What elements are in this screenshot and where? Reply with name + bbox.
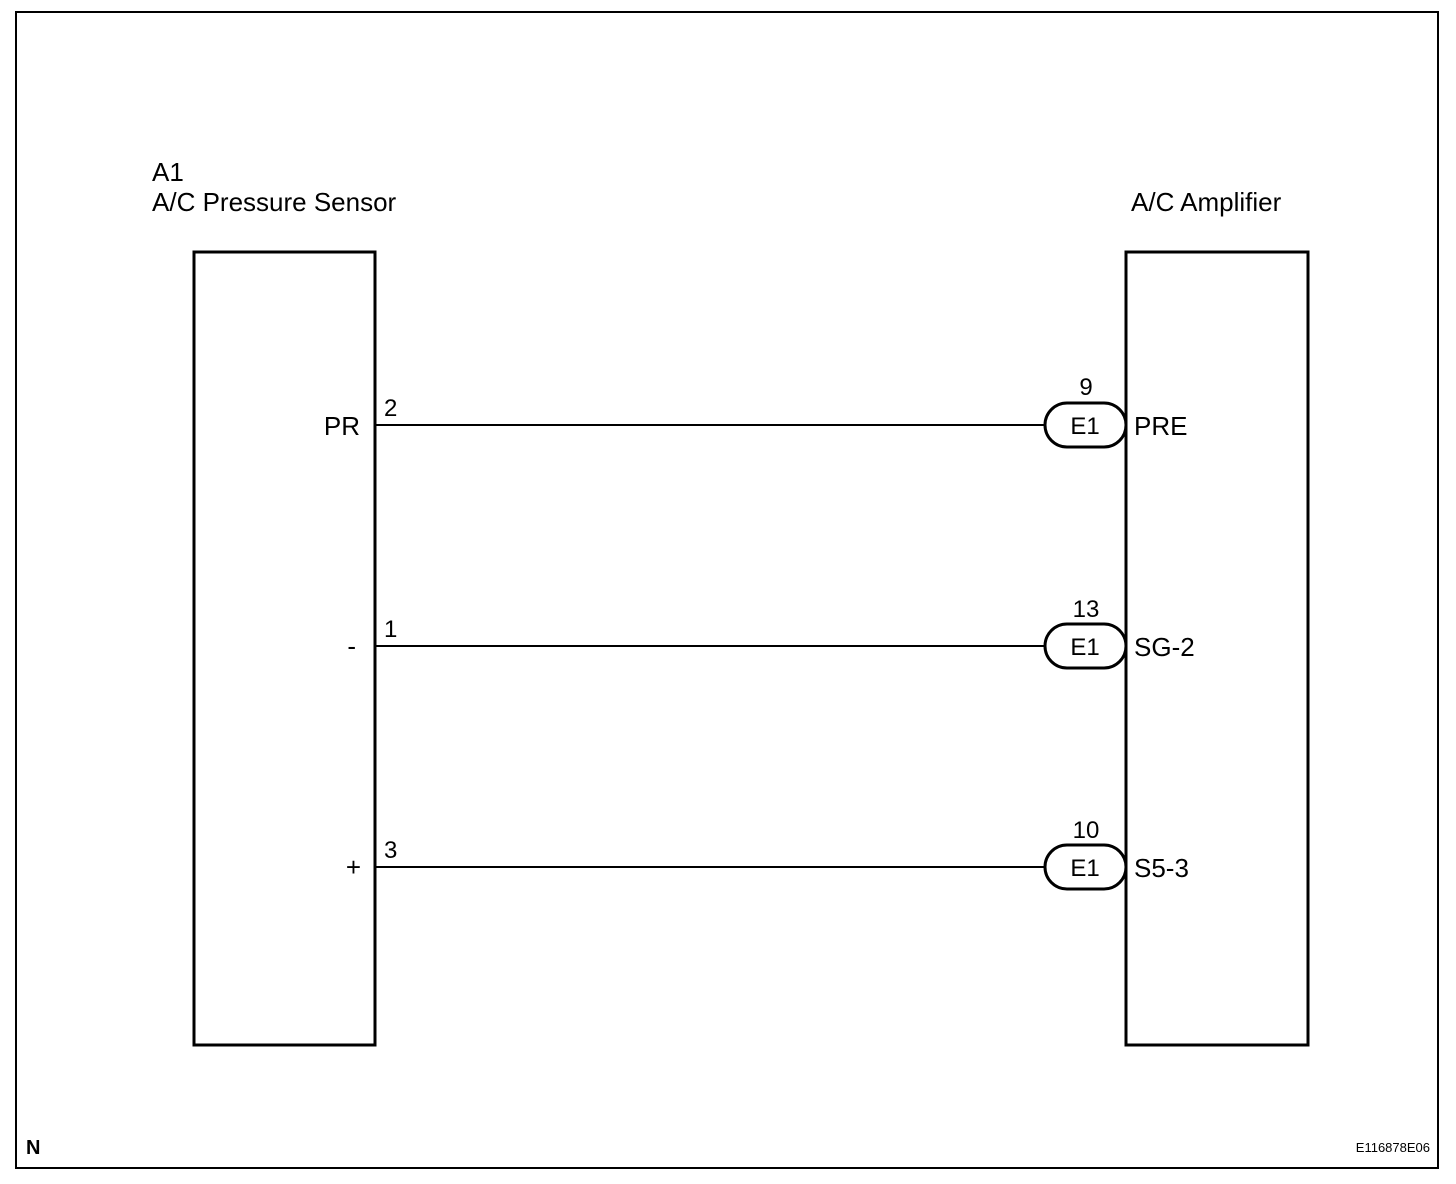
connector-label: E1	[1070, 413, 1099, 440]
sensor-signal-label: +	[346, 852, 361, 882]
diagram-frame	[15, 11, 1439, 1169]
footer-mark-n: N	[26, 1137, 40, 1159]
figure-code: E116878E06	[1356, 1140, 1430, 1155]
amplifier-name: A/C Amplifier	[1131, 187, 1282, 217]
amplifier-pin-number: 9	[1079, 374, 1092, 401]
sensor-signal-label: -	[347, 631, 356, 661]
amplifier-pin-number: 13	[1073, 596, 1100, 623]
connector-e1	[1043, 401, 1128, 449]
amplifier-signal-label: S5-3	[1134, 853, 1189, 883]
amplifier-signal-label: SG-2	[1134, 632, 1195, 662]
sensor-code: A1	[152, 157, 184, 187]
sensor-signal-label: PR	[324, 411, 360, 441]
wire-plus-s53: + 3 E1 10 S5-3	[346, 817, 1189, 891]
amplifier-signal-label: PRE	[1134, 411, 1187, 441]
connector-e1	[1043, 622, 1128, 670]
connector-label: E1	[1070, 634, 1099, 661]
sensor-pin-number: 2	[384, 395, 397, 422]
amplifier-pin-number: 10	[1073, 817, 1100, 844]
sensor-name: A/C Pressure Sensor	[152, 187, 397, 217]
sensor-pin-number: 1	[384, 616, 397, 643]
wire-pr-pre: PR 2 E1 9 PRE	[324, 374, 1187, 449]
sensor-box	[192, 250, 377, 1047]
sensor-pin-number: 3	[384, 837, 397, 864]
connector-label: E1	[1070, 855, 1099, 882]
connector-e1	[1043, 843, 1128, 891]
wire-minus-sg2: - 1 E1 13 SG-2	[347, 596, 1195, 670]
